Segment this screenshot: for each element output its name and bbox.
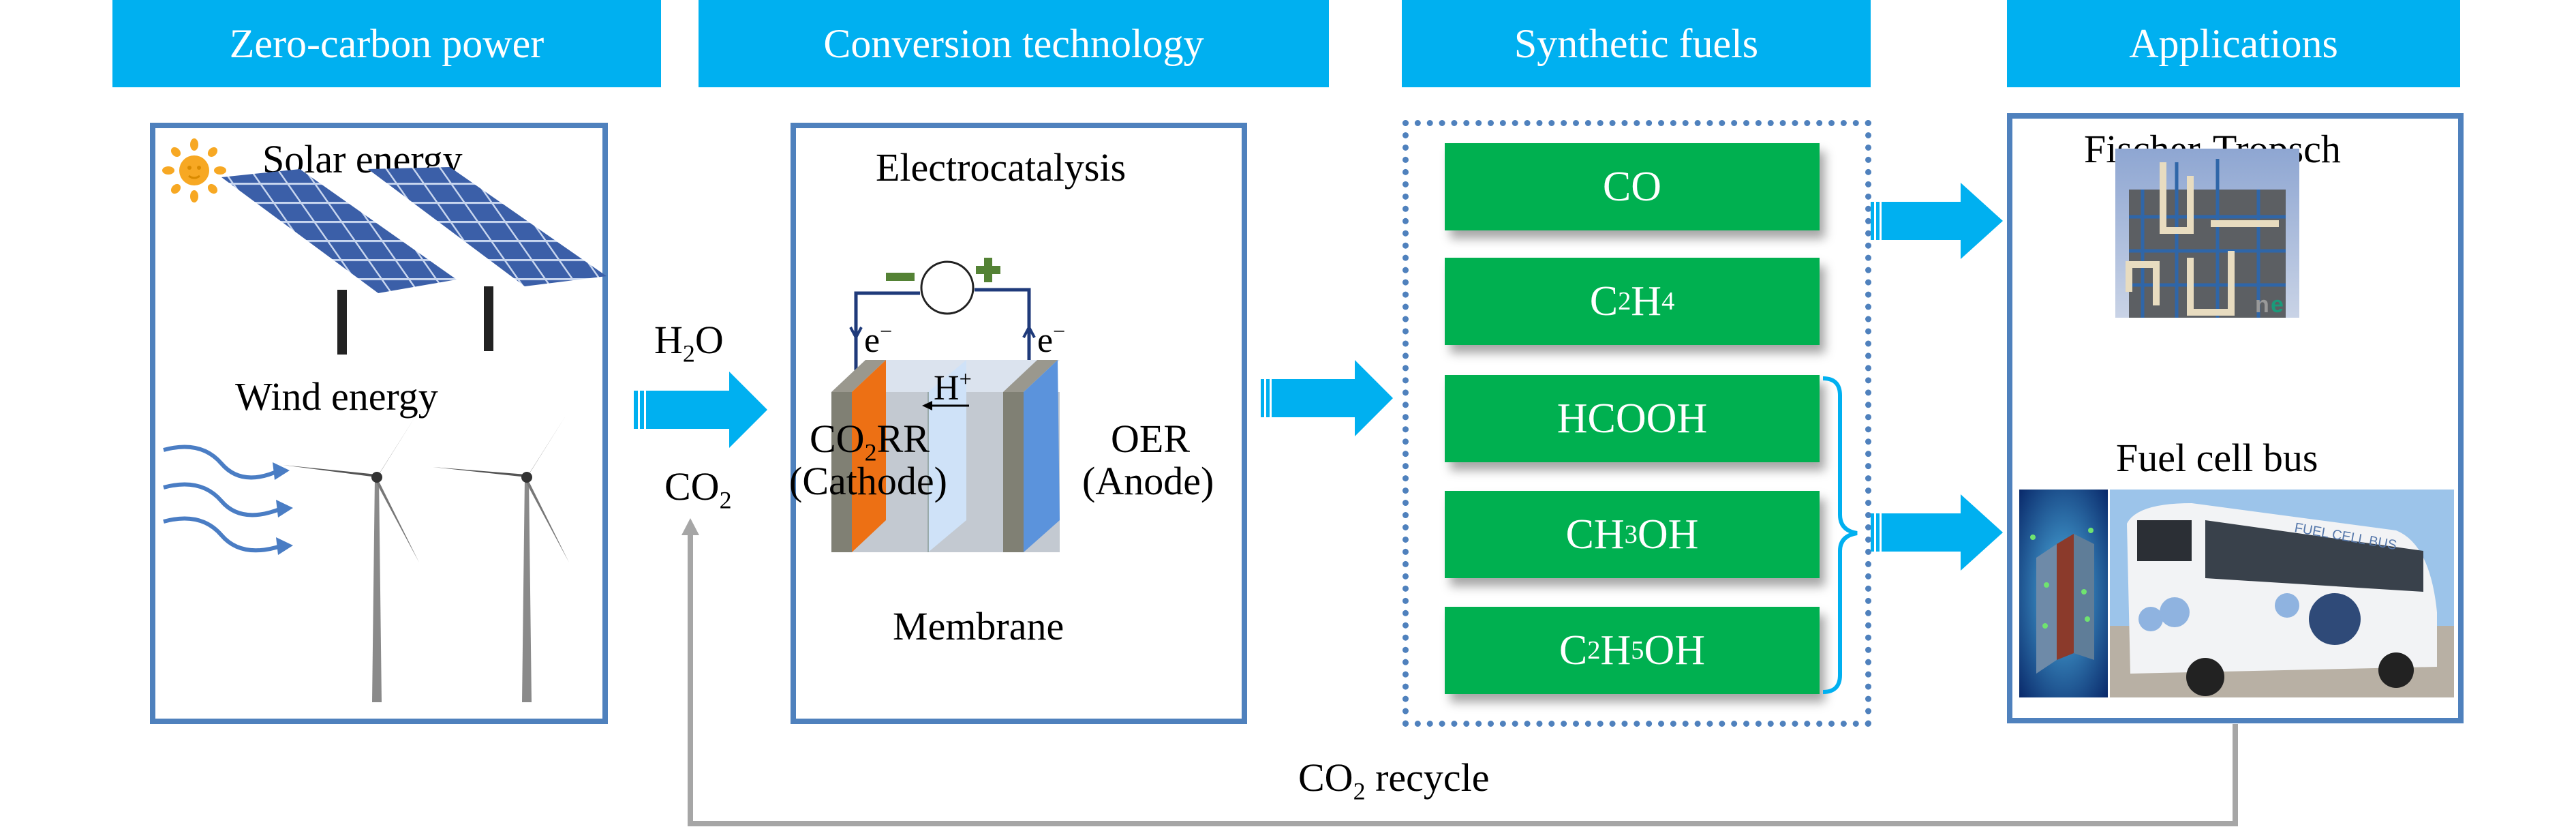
sun-icon xyxy=(162,138,226,202)
wind-energy-label: Wind energy xyxy=(235,374,438,419)
formula-superscript: + xyxy=(959,366,972,391)
formula-text: H xyxy=(1631,277,1662,325)
fischer-tropsch-plant-image: n e xyxy=(2115,149,2299,318)
formula-text: RR xyxy=(876,417,930,461)
water-label: H2O xyxy=(654,317,724,366)
header-label: Conversion technology xyxy=(823,20,1204,66)
formula-text: H xyxy=(934,369,960,408)
header-label: Applications xyxy=(2129,20,2338,66)
formula-subscript: 2 xyxy=(682,340,695,367)
synthetic-fuels-panel xyxy=(1402,120,1871,727)
formula-text: CO xyxy=(1298,755,1353,800)
wind-turbine-icon xyxy=(433,416,569,702)
formula-subscript: 2 xyxy=(719,486,732,514)
fuel-box: HCOOH xyxy=(1445,375,1820,462)
header-zero-carbon-power: Zero-carbon power xyxy=(112,0,661,87)
header-label: Synthetic fuels xyxy=(1514,20,1759,66)
electrocatalysis-title: Electrocatalysis xyxy=(876,145,1126,190)
cathode-reaction-label: CO2RR xyxy=(810,416,930,465)
formula-text: OH xyxy=(1637,511,1699,558)
flow-arrow-icon xyxy=(1261,360,1393,436)
header-applications: Applications xyxy=(2007,0,2460,87)
fuel-cell-bus-image: FUEL CELL BUS xyxy=(2110,490,2454,697)
header-conversion-technology: Conversion technology xyxy=(699,0,1329,87)
formula-superscript: − xyxy=(1053,318,1066,344)
electron-right-label: e− xyxy=(1037,320,1065,361)
formula-text: CO xyxy=(810,417,865,461)
fuel-box: CO xyxy=(1445,143,1820,230)
solar-panel-illustration xyxy=(221,167,607,355)
formula-text: C xyxy=(1559,627,1588,674)
flow-arrow-icon xyxy=(1871,183,2003,259)
anode-reaction-label: OER xyxy=(1111,417,1190,461)
electrolyzer-cell-diagram xyxy=(831,258,1060,552)
fuel-cell-bus-label: Fuel cell bus xyxy=(2116,436,2318,480)
fuel-cell-stack-image xyxy=(2019,490,2108,697)
svg-text:n: n xyxy=(2255,292,2269,318)
co2-recycle-label: CO2 recycle xyxy=(1298,755,1490,804)
membrane-label: Membrane xyxy=(893,604,1064,648)
formula-text: H xyxy=(1600,627,1631,674)
formula-subscript: 2 xyxy=(864,438,877,466)
svg-text:e: e xyxy=(2271,292,2284,318)
formula-text: CO xyxy=(664,464,720,509)
header-synthetic-fuels: Synthetic fuels xyxy=(1402,0,1871,87)
formula-text: CO xyxy=(1602,163,1662,210)
formula-text: recycle xyxy=(1365,755,1490,800)
formula-text: HCOOH xyxy=(1557,395,1708,442)
formula-text: OH xyxy=(1644,627,1706,674)
electron-left-label: e− xyxy=(864,320,892,361)
formula-superscript: − xyxy=(880,318,893,344)
cathode-label: (Cathode) xyxy=(789,459,947,503)
co2-input-label: CO2 xyxy=(664,464,732,513)
proton-label: H+ xyxy=(934,368,972,408)
formula-text: C xyxy=(1589,277,1619,325)
flow-arrow-icon xyxy=(1871,494,2003,571)
formula-text: H xyxy=(654,318,683,362)
formula-subscript: 2 xyxy=(1353,777,1366,805)
fuel-group-brace xyxy=(1822,376,1858,694)
header-label: Zero-carbon power xyxy=(229,20,545,66)
formula-text: e xyxy=(864,321,880,360)
wind-gust-icon xyxy=(163,445,293,555)
anode-label: (Anode) xyxy=(1082,459,1214,503)
formula-text: O xyxy=(694,318,724,362)
formula-text: CH xyxy=(1565,511,1625,558)
wind-turbine-icon xyxy=(283,416,419,702)
flow-arrow-icon xyxy=(634,372,767,448)
formula-text: e xyxy=(1037,321,1054,360)
